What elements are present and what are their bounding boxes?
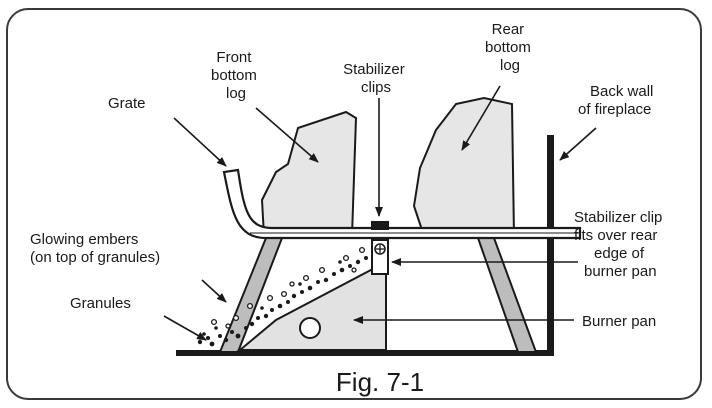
label-granules: Granules bbox=[70, 295, 131, 312]
granules bbox=[197, 253, 377, 347]
rear-bottom-log bbox=[412, 96, 516, 237]
glowing-embers bbox=[210, 246, 366, 329]
stabilizer-clip-top bbox=[371, 221, 389, 230]
grate-bar bbox=[222, 168, 582, 240]
label-clip-note: Stabilizer clip fits over rear edge of b… bbox=[574, 209, 667, 280]
label-glowing-embers: Glowing embers (on top of granules) bbox=[30, 231, 160, 266]
label-back-wall: Back wall of fireplace bbox=[578, 83, 658, 118]
label-rear-log: Rear bottom log bbox=[485, 21, 535, 74]
label-grate: Grate bbox=[108, 95, 146, 112]
label-burner-pan: Burner pan bbox=[582, 313, 656, 330]
grate-leg-rear bbox=[476, 237, 538, 353]
front-bottom-log bbox=[260, 110, 358, 237]
burner-pan-port bbox=[299, 317, 321, 339]
label-front-log: Front bottom log bbox=[211, 49, 261, 102]
fireplace-floor bbox=[176, 350, 554, 356]
label-stabilizer-clips: Stabilizer clips bbox=[343, 61, 409, 96]
back-wall bbox=[547, 135, 554, 355]
leader-rear-log bbox=[461, 85, 501, 151]
leader-embers bbox=[201, 279, 227, 303]
leader-grate bbox=[173, 117, 227, 167]
leader-front-log bbox=[255, 107, 319, 163]
figure-caption: Fig. 7-1 bbox=[336, 367, 424, 397]
leader-back-wall bbox=[559, 127, 597, 161]
leader-granules bbox=[163, 315, 207, 341]
